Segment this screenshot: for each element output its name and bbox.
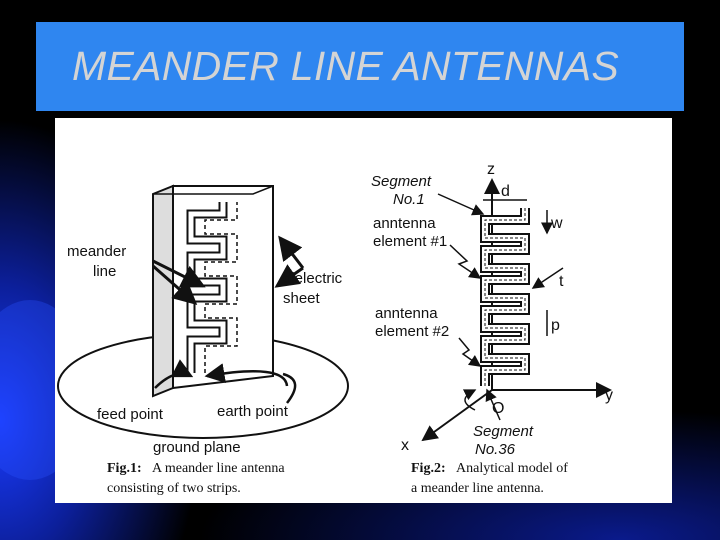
figure-diagram: meander line dielectric sheet feed point… (57, 161, 613, 496)
figure-panel: meander line dielectric sheet feed point… (55, 118, 672, 503)
fig2-element2-label-2: element #2 (375, 323, 449, 340)
fig1-meander-label-2: line (93, 263, 116, 280)
fig2-caption-label: Fig.2: (411, 461, 446, 476)
fig1-earth-point-label: earth point (217, 403, 289, 420)
x-axis (421, 389, 493, 442)
fig2-dim-p: p (551, 317, 560, 334)
fig2-caption-line1: Analytical model of (456, 461, 568, 476)
slide-title: MEANDER LINE ANTENNAS (72, 43, 619, 89)
fig2-element1-label-1: anntenna (373, 215, 436, 232)
fig2-segment36-label-2: No.36 (475, 441, 516, 458)
fig2-dim-t: t (559, 273, 564, 290)
fig1-caption-line1: A meander line antenna (152, 461, 285, 476)
fig2-axis-x: x (401, 437, 409, 454)
fig2-segment36-label-1: Segment (473, 423, 534, 440)
fig2-segment1-label-1: Segment (371, 173, 432, 190)
dielectric-side (152, 184, 174, 398)
fig1-caption-label: Fig.1: (107, 461, 142, 476)
fig1-ground-plane-label: ground plane (153, 439, 241, 456)
fig2-axis-z: z (487, 161, 495, 178)
fig1-dielectric-label-2: sheet (283, 290, 321, 307)
fig2-element2-label-1: anntenna (375, 305, 438, 322)
fig2-axis-y: y (605, 387, 613, 404)
fig1-dielectric-label-1: dielectric (283, 270, 343, 287)
fig2-diagram (421, 178, 612, 442)
fig2-dim-d: d (501, 183, 510, 200)
title-bar: MEANDER LINE ANTENNAS (36, 22, 684, 111)
fig2-element1-label-2: element #1 (373, 233, 447, 250)
fig1-meander-label-1: meander (67, 243, 126, 260)
meander-strip-inner (204, 202, 238, 373)
fig1-caption-line2: consisting of two strips. (107, 481, 241, 496)
fig1-feed-point-label: feed point (97, 406, 164, 423)
fig2-caption-line2: a meander line antenna. (411, 481, 544, 496)
fig2-dim-w: w (550, 215, 563, 232)
fig2-segment1-label-2: No.1 (393, 191, 425, 208)
fig1-diagram (57, 184, 349, 439)
fig2-origin: O (492, 400, 504, 417)
